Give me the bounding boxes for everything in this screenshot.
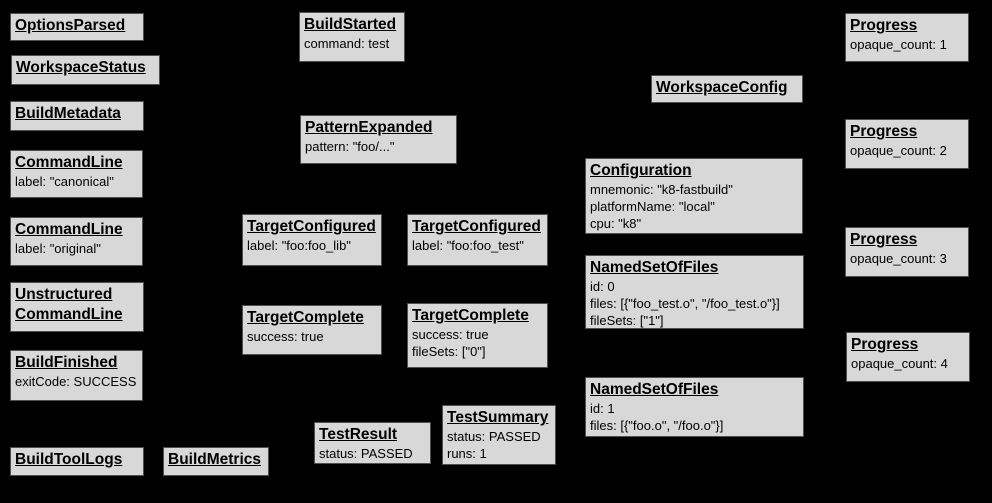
node-command-line-original: CommandLine label: "original" [10, 217, 143, 266]
node-line: fileSets: ["0"] [412, 344, 486, 360]
node-title: CommandLine [15, 154, 123, 171]
node-line: success: true [412, 327, 489, 343]
node-line: label: "original" [15, 241, 101, 257]
node-title: Progress [850, 123, 918, 140]
node-title: PatternExpanded [305, 119, 433, 136]
node-progress-2: Progress opaque_count: 2 [845, 119, 969, 169]
node-line: opaque_count: 4 [851, 356, 948, 372]
node-line: files: [{"foo_test.o", "/foo_test.o"}] [590, 296, 780, 312]
node-title: Progress [850, 17, 918, 34]
node-line: opaque_count: 3 [850, 251, 947, 267]
node-target-complete-test: TargetComplete success: true fileSets: [… [407, 303, 548, 368]
node-target-configured-foo-test: TargetConfigured label: "foo:foo_test" [407, 214, 548, 266]
node-line: cpu: "k8" [590, 216, 642, 232]
node-line: opaque_count: 2 [850, 143, 947, 159]
node-line: exitCode: SUCCESS [15, 374, 137, 390]
node-title: TargetConfigured [412, 218, 541, 235]
node-title: Progress [851, 336, 919, 353]
node-pattern-expanded: PatternExpanded pattern: "foo/..." [300, 115, 457, 164]
node-line: files: [{"foo.o", "/foo.o"}] [590, 418, 724, 434]
node-line: runs: 1 [447, 446, 487, 462]
node-progress-1: Progress opaque_count: 1 [845, 13, 969, 62]
node-test-result: TestResult status: PASSED [314, 422, 431, 464]
node-line: platformName: "local" [590, 199, 715, 215]
node-title: BuildFinished [15, 354, 118, 371]
node-build-metadata: BuildMetadata [10, 101, 144, 131]
node-line: id: 1 [590, 401, 615, 417]
node-title: TargetComplete [412, 307, 529, 324]
node-title: BuildMetrics [168, 451, 262, 468]
node-line: label: "canonical" [15, 174, 114, 190]
node-workspace-status: WorkspaceStatus [11, 55, 160, 85]
node-title: TestResult [319, 426, 398, 443]
node-target-complete-lib: TargetComplete success: true [242, 305, 382, 355]
node-title: BuildToolLogs [15, 451, 123, 468]
node-line: opaque_count: 1 [850, 37, 947, 53]
node-title: Configuration [590, 162, 692, 179]
node-workspace-config: WorkspaceConfig [651, 75, 803, 103]
node-line: mnemonic: "k8-fastbuild" [590, 182, 733, 198]
node-title: NamedSetOfFiles [590, 259, 719, 276]
node-progress-4: Progress opaque_count: 4 [846, 332, 970, 382]
node-title: WorkspaceConfig [656, 79, 788, 96]
node-title: Progress [850, 231, 918, 248]
node-title: CommandLine [15, 221, 123, 238]
node-title: BuildMetadata [15, 105, 121, 122]
node-title: BuildStarted [304, 16, 397, 33]
node-title: NamedSetOfFiles [590, 381, 719, 398]
node-title: Unstructured [15, 286, 113, 303]
node-test-summary: TestSummary status: PASSED runs: 1 [442, 405, 556, 465]
node-title: WorkspaceStatus [16, 59, 146, 76]
node-build-started: BuildStarted command: test [299, 12, 405, 62]
node-line: status: PASSED [319, 446, 413, 462]
node-build-tool-logs: BuildToolLogs [10, 447, 144, 476]
node-build-metrics: BuildMetrics [163, 447, 269, 476]
node-line: label: "foo:foo_test" [412, 238, 524, 254]
node-options-parsed: OptionsParsed [10, 13, 144, 41]
node-configuration: Configuration mnemonic: "k8-fastbuild" p… [585, 158, 803, 234]
node-build-finished: BuildFinished exitCode: SUCCESS [10, 350, 143, 401]
node-title: OptionsParsed [15, 17, 126, 34]
node-named-set-of-files-1: NamedSetOfFiles id: 1 files: [{"foo.o", … [585, 377, 804, 437]
node-unstructured-command-line: Unstructured CommandLine [10, 282, 144, 332]
node-command-line-canonical: CommandLine label: "canonical" [10, 150, 143, 198]
node-title: TargetConfigured [247, 218, 376, 235]
node-target-configured-foo-lib: TargetConfigured label: "foo:foo_lib" [242, 214, 382, 266]
node-line: fileSets: ["1"] [590, 313, 664, 329]
node-line: id: 0 [590, 279, 615, 295]
node-title-line2: CommandLine [15, 306, 123, 324]
node-line: label: "foo:foo_lib" [247, 238, 351, 254]
node-progress-3: Progress opaque_count: 3 [845, 227, 969, 277]
node-title: TestSummary [447, 409, 549, 426]
node-line: command: test [304, 36, 390, 52]
node-named-set-of-files-0: NamedSetOfFiles id: 0 files: [{"foo_test… [585, 255, 804, 329]
node-line: success: true [247, 329, 324, 345]
node-line: status: PASSED [447, 429, 541, 445]
node-line: pattern: "foo/..." [305, 139, 395, 155]
node-title: TargetComplete [247, 309, 364, 326]
